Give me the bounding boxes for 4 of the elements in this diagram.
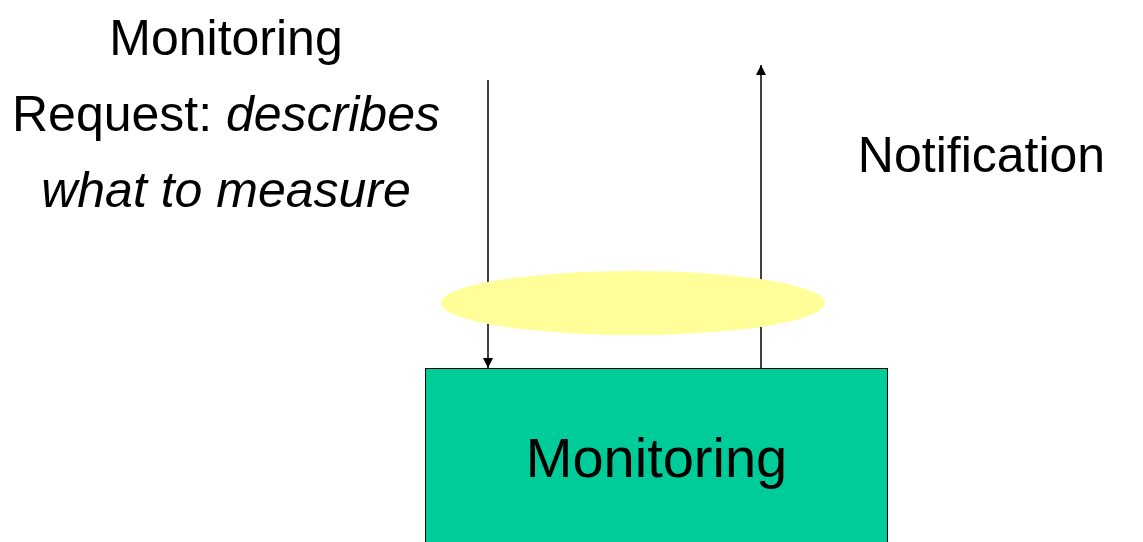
process-box <box>425 368 888 542</box>
edge-label: Notification <box>856 126 1107 185</box>
edge-label: Monitoring Request: describes what to measure <box>11 9 441 220</box>
box-label: Monitoring <box>525 425 788 490</box>
